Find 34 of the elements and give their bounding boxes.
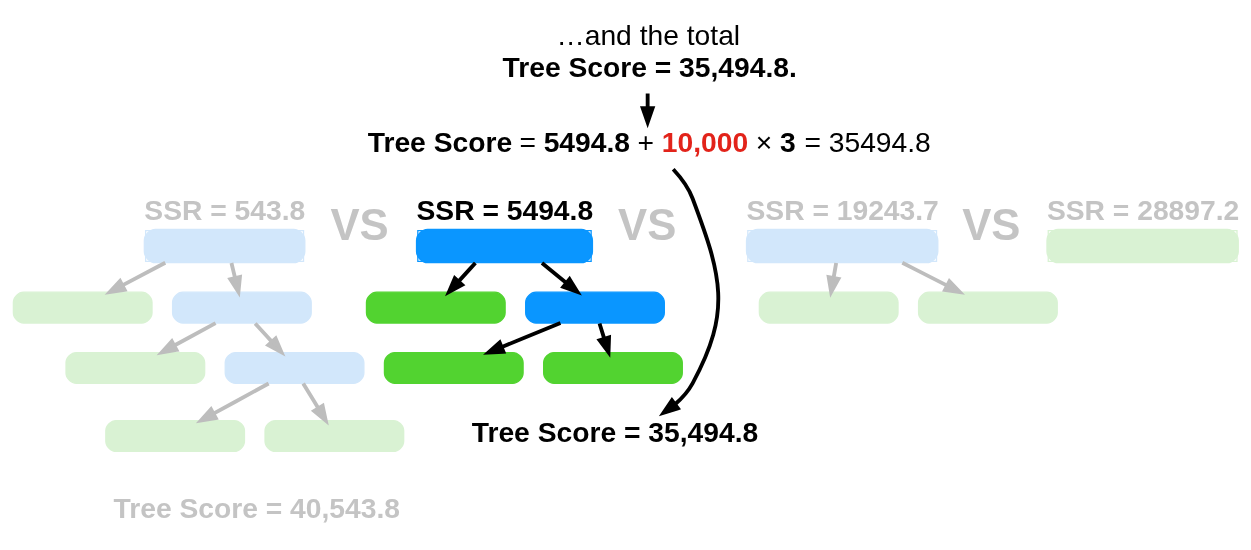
- arrow: [540, 261, 582, 296]
- node-label: SSR = 19243.7: [746, 193, 939, 226]
- node-text: Tree Score = 35,494.8: [471, 415, 759, 448]
- node-label: SSR = 543.8: [144, 193, 306, 226]
- arrow: [483, 320, 562, 355]
- node-box: [224, 351, 365, 384]
- arrow: [195, 381, 270, 423]
- node-box: [758, 291, 899, 324]
- arrow: [445, 261, 477, 296]
- label: Tree Score = 40,543.8: [113, 491, 400, 524]
- arrow: [104, 260, 167, 295]
- node-label: SSR = 28897.2: [1046, 193, 1240, 226]
- label: VS: [962, 199, 1021, 249]
- node-box: [365, 291, 506, 324]
- arrow: [253, 321, 286, 357]
- node-box: [525, 291, 665, 324]
- node-box: [543, 351, 683, 384]
- arrow: [301, 381, 329, 425]
- label: VS: [618, 199, 677, 249]
- arrow: [901, 260, 965, 295]
- node-box: [105, 419, 246, 452]
- node-box: [171, 291, 312, 324]
- arrow: [658, 167, 721, 416]
- node-box: [264, 419, 405, 452]
- node-box: [65, 351, 206, 384]
- node-box: [917, 291, 1058, 324]
- label: VS: [330, 199, 389, 249]
- node-box: [12, 291, 153, 324]
- node-box: [383, 351, 524, 384]
- node-label: SSR = 5494.8: [416, 193, 594, 226]
- arrow: [596, 322, 612, 358]
- node-text: …and the total Tree Score = 35,494.8.: [502, 18, 797, 83]
- node-text: Tree Score = 5494.8 + 10,000 × 3 = 35494.8: [367, 125, 931, 158]
- arrow: [156, 320, 217, 355]
